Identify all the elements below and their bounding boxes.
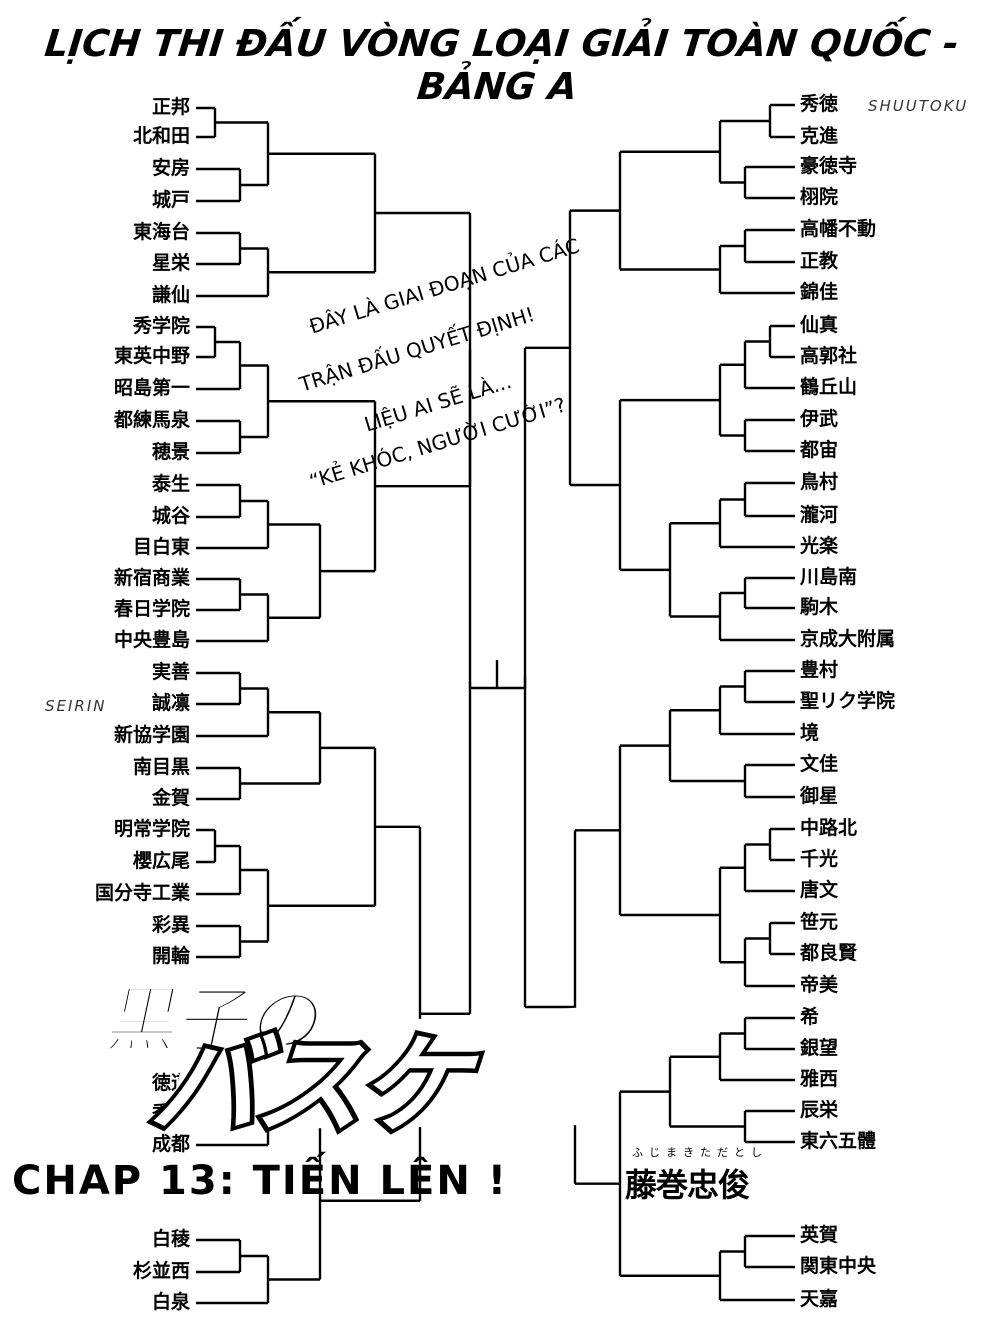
left-team-name: 新宿商業 <box>113 567 190 589</box>
right-team-name: 駒木 <box>800 596 839 618</box>
right-team-name: 雅西 <box>800 1068 839 1090</box>
left-team-name: 新協学園 <box>113 724 190 746</box>
left-team-name: 城谷 <box>151 505 190 527</box>
left-team-name: 目白東 <box>132 536 190 558</box>
right-team-name: 正教 <box>800 250 839 272</box>
right-team-name: 鶴丘山 <box>800 376 858 398</box>
right-team-name: 関東中央 <box>800 1255 877 1277</box>
right-team-name: 中路北 <box>800 817 858 839</box>
right-team-name: 伊武 <box>800 408 839 430</box>
left-team-name: 春日学院 <box>113 598 190 620</box>
right-team-name: 銀望 <box>800 1037 839 1059</box>
logo-kana: バスケ <box>140 1024 493 1135</box>
right-team-name: 境 <box>800 722 820 744</box>
right-team-name: 都良賢 <box>800 942 858 964</box>
right-team-name: 高郭社 <box>800 345 858 367</box>
right-team-name: 天嘉 <box>800 1288 839 1310</box>
left-team-name: 開輪 <box>151 945 190 967</box>
left-team-name: 星栄 <box>151 252 190 274</box>
left-team-name: 明常学院 <box>113 818 190 840</box>
right-team-name: 川島南 <box>800 566 858 588</box>
left-team-name: 実善 <box>151 661 190 683</box>
author-furigana: ふじまきただとし <box>632 1146 768 1159</box>
left-team-name: 北和田 <box>132 125 190 147</box>
right-team-name: 鳥村 <box>800 471 839 493</box>
left-team-name: 金賀 <box>151 787 190 809</box>
left-team-name: 東英中野 <box>113 345 190 367</box>
left-team-name: 穂景 <box>151 441 190 463</box>
right-team-name: 笹元 <box>800 911 839 933</box>
series-logo: 黒子の バスケ <box>98 978 615 1135</box>
right-team-name: 瀧河 <box>800 504 839 526</box>
right-team-name: 聖リク学院 <box>800 690 896 712</box>
right-team-name: 豊村 <box>800 659 839 681</box>
left-team-name: 城戸 <box>151 189 190 211</box>
left-team-name: 謙仙 <box>151 284 190 306</box>
right-team-name: 唐文 <box>800 879 839 901</box>
right-team-name: 京成大附属 <box>800 628 896 650</box>
right-team-name: 仙真 <box>800 314 839 336</box>
right-team-name: 栩院 <box>800 186 839 208</box>
right-team-name: 千光 <box>800 848 839 870</box>
left-team-name: 杉並西 <box>132 1260 190 1282</box>
right-team-name: 都宙 <box>800 439 839 461</box>
left-team-name: 櫻広尾 <box>132 850 190 872</box>
shutoku-tag: SHUUTOKU <box>868 97 969 115</box>
left-team-name: 誠凛 <box>151 692 190 714</box>
left-team-name: 国分寺工業 <box>94 882 190 904</box>
left-team-name: 東海台 <box>132 221 190 243</box>
right-team-name: 御星 <box>800 785 839 807</box>
right-team-name: 英賀 <box>800 1224 839 1246</box>
logo-kanji: 黒子の <box>99 979 333 1063</box>
right-team-name: 高幡不動 <box>800 218 877 240</box>
right-team-name: 豪徳寺 <box>800 155 858 177</box>
left-team-name: 彩異 <box>151 914 190 936</box>
left-team-name: 安房 <box>151 157 190 179</box>
right-team-name: 辰栄 <box>800 1099 839 1121</box>
right-team-name: 克進 <box>800 125 839 147</box>
left-team-name: 正邦 <box>151 96 190 118</box>
right-team-name: 文佳 <box>800 753 839 775</box>
right-team-name: 希 <box>800 1006 820 1028</box>
speech-text: ĐÂY LÀ GIAI ĐOẠN CỦA CÁC TRẬN ĐẤU QUYẾT … <box>250 233 680 525</box>
left-team-name: 南目黒 <box>132 756 190 778</box>
right-team-name: 秀徳 <box>800 93 839 115</box>
left-team-name: 成都 <box>151 1133 190 1155</box>
left-team-name: 秀学院 <box>132 315 190 337</box>
left-team-name: 昭島第一 <box>113 377 190 399</box>
right-team-name: 帝美 <box>800 974 839 996</box>
left-team-name: 中央豊島 <box>113 629 190 651</box>
chapter-title: CHAP 13: TIẾN LÊN ! <box>12 1158 508 1204</box>
seirin-tag: SEIRIN <box>45 697 107 715</box>
left-team-name: 都練馬泉 <box>113 409 190 431</box>
right-team-name: 錦佳 <box>800 281 839 303</box>
left-team-name: 白稜 <box>151 1228 190 1250</box>
right-team-name: 東六五體 <box>800 1130 877 1152</box>
author-name: 藤巻忠俊 <box>625 1166 750 1204</box>
right-team-name: 光楽 <box>800 535 839 557</box>
left-team-name: 泰生 <box>151 473 190 495</box>
left-team-name: 白泉 <box>151 1291 190 1313</box>
